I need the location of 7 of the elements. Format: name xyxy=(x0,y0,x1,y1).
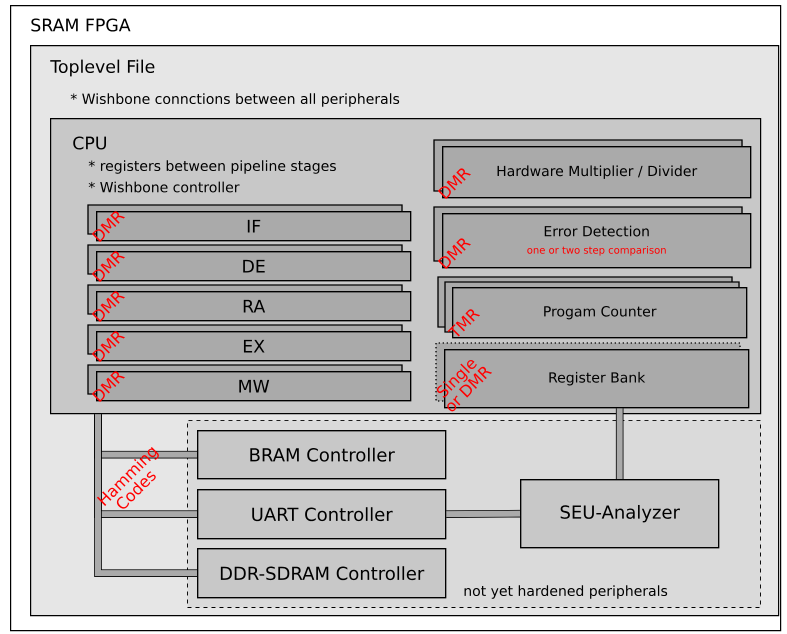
connector-bar xyxy=(446,510,520,518)
connector-bar xyxy=(616,408,624,479)
controller-box: SEU-Analyzer xyxy=(520,479,720,548)
controller-box: BRAM Controller xyxy=(197,430,446,480)
controller-box: UART Controller xyxy=(197,489,446,540)
connector-bar xyxy=(94,414,197,577)
controller-box: DDR-SDRAM Controller xyxy=(197,548,446,598)
